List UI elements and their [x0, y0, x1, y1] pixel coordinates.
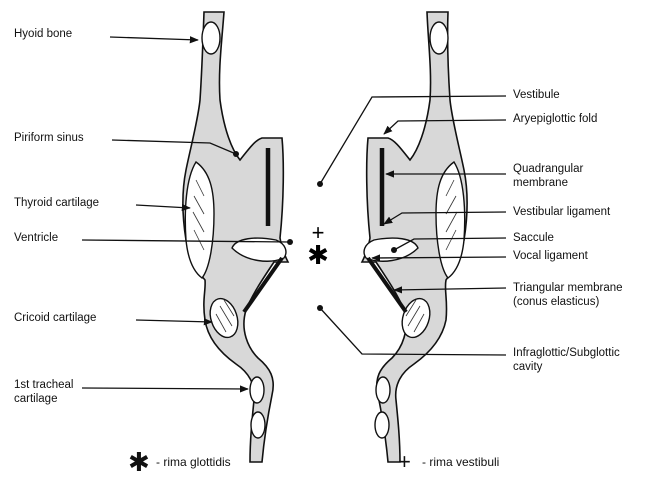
- leader-hyoid-bone: [110, 37, 198, 40]
- right-second-tracheal-cartilage: [375, 412, 389, 438]
- right-first-tracheal-cartilage: [376, 377, 390, 403]
- label-thyroid-cartilage: Thyroid cartilage: [14, 196, 99, 210]
- leader-ventricle-dot: [287, 239, 293, 245]
- left-first-tracheal-cartilage: [250, 377, 264, 403]
- legend-plus-symbol: +: [398, 449, 411, 475]
- leader-vestibule-dot: [317, 181, 323, 187]
- left-hyoid-bone: [202, 22, 220, 54]
- left-laryngeal-wall: [183, 12, 288, 462]
- label-aryepiglottic-fold: Aryepiglottic fold: [513, 112, 597, 126]
- leader-piriform-sinus-dot: [233, 151, 239, 157]
- right-laryngeal-wall: [362, 12, 467, 462]
- label-ventricle: Ventricle: [14, 231, 58, 245]
- leader-first-tracheal-cartilage: [82, 388, 248, 389]
- label-saccule: Saccule: [513, 231, 554, 245]
- label-cricoid-cartilage: Cricoid cartilage: [14, 311, 96, 325]
- left-thyroid-cartilage: [185, 162, 214, 278]
- label-triangular-membrane: Triangular membrane (conus elasticus): [513, 281, 641, 309]
- leader-thyroid-cartilage: [136, 205, 190, 208]
- label-quadrangular-membrane: Quadrangular membrane: [513, 162, 601, 190]
- right-thyroid-cartilage: [436, 162, 465, 278]
- leader-saccule-dot: [391, 247, 397, 253]
- legend-plus-text: - rima vestibuli: [422, 455, 499, 469]
- label-infraglottic-cavity: Infraglottic/Subglottic cavity: [513, 346, 645, 374]
- label-vestibular-ligament: Vestibular ligament: [513, 205, 610, 219]
- label-vestibule: Vestibule: [513, 88, 560, 102]
- right-hyoid-bone: [430, 22, 448, 54]
- label-hyoid-bone: Hyoid bone: [14, 27, 72, 41]
- rima-glottidis-asterisk-symbol: ✱: [307, 241, 329, 271]
- leader-infraglottic-cavity-dot: [317, 305, 323, 311]
- leader-cricoid-cartilage: [136, 320, 212, 322]
- left-second-tracheal-cartilage: [251, 412, 265, 438]
- label-piriform-sinus: Piriform sinus: [14, 131, 84, 145]
- label-first-tracheal-cartilage: 1st tracheal cartilage: [14, 378, 96, 406]
- label-vocal-ligament: Vocal ligament: [513, 249, 588, 263]
- legend-asterisk-text: - rima glottidis: [156, 455, 231, 469]
- legend-asterisk-symbol: ✱: [128, 448, 150, 478]
